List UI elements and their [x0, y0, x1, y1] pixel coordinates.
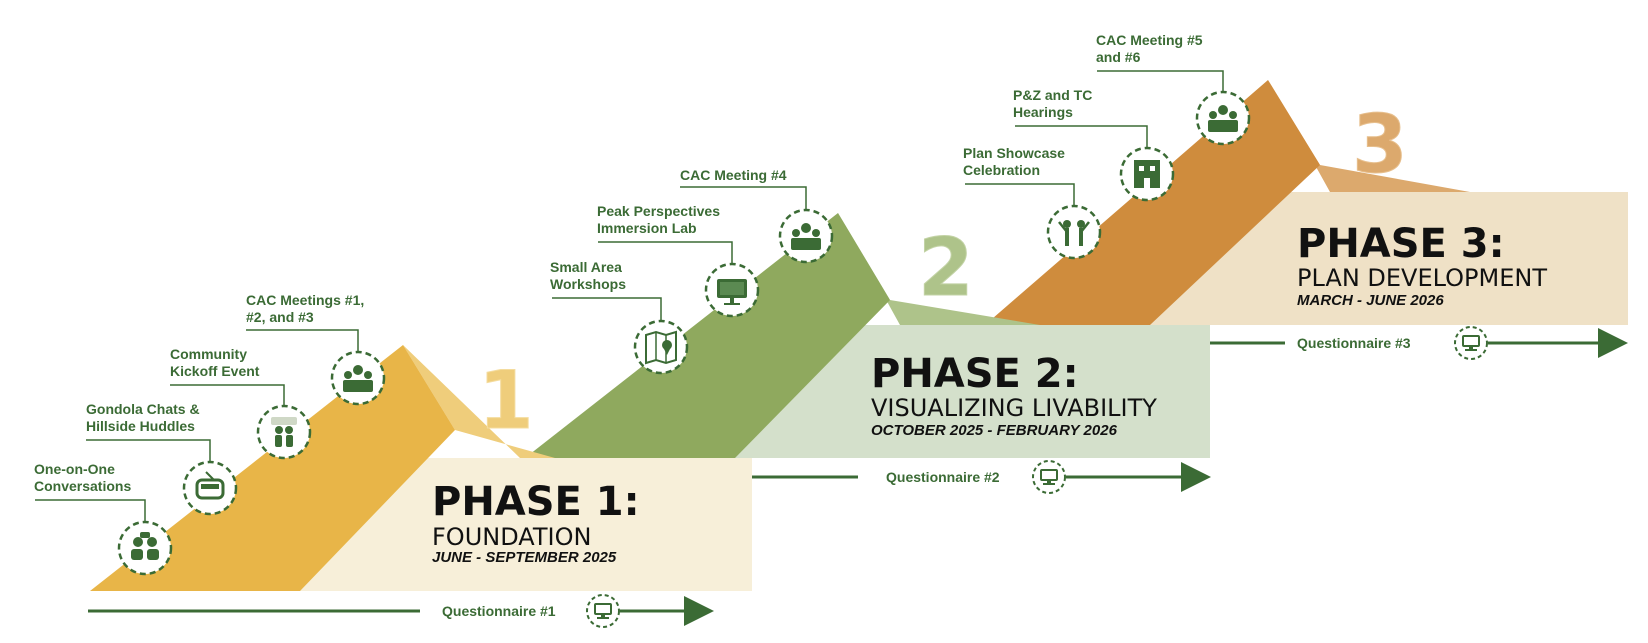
computer-icon: [1454, 326, 1488, 360]
event-small-area-workshops: Small Area Workshops: [550, 259, 689, 375]
questionnaire-3-label: Questionnaire #3: [1297, 335, 1411, 351]
building-icon: [1119, 146, 1175, 202]
questionnaire-3-timeline: Questionnaire #3: [1210, 326, 1628, 360]
event-label-line-1: P&Z and TC: [1013, 87, 1092, 103]
event-one-on-one-conversations: One-on-One Conversations: [34, 461, 173, 576]
event-label-line-1: Plan Showcase: [963, 145, 1065, 161]
event-label-line-2: Conversations: [34, 478, 131, 494]
phase-1-mountain: [90, 345, 555, 591]
phase-1-name: FOUNDATION: [432, 523, 591, 551]
event-cac-meeting-4: CAC Meeting #4: [680, 167, 834, 264]
phase-3-dates: MARCH - JUNE 2026: [1297, 292, 1444, 309]
event-label-line-1: Small Area: [550, 259, 622, 275]
event-label-line-1: CAC Meetings #1,: [246, 292, 364, 308]
event-community-kickoff: Community Kickoff Event: [170, 346, 312, 460]
event-label-line-1: CAC Meeting #4: [680, 167, 787, 183]
conversation-icon: [117, 520, 173, 576]
event-label-line-2: Celebration: [963, 162, 1040, 178]
phase-3-number: 3: [1352, 98, 1408, 191]
phase-3-title: PHASE 3:: [1297, 221, 1505, 267]
event-label-line-2: Hearings: [1013, 104, 1073, 120]
event-label-line-1: Peak Perspectives: [597, 203, 720, 219]
event-label-line-1: Community: [170, 346, 247, 362]
screen-icon: [704, 262, 760, 318]
gondola-icon: [182, 460, 238, 516]
event-label-line-1: One-on-One: [34, 461, 115, 477]
event-label-line-1: Gondola Chats &: [86, 401, 200, 417]
community-event-icon: [256, 404, 312, 460]
event-plan-showcase: Plan Showcase Celebration: [963, 145, 1102, 260]
event-label-line-2: #2, and #3: [246, 309, 314, 325]
computer-icon: [1032, 460, 1066, 494]
phase-1-title: PHASE 1:: [432, 479, 640, 525]
event-pz-tc-hearings: P&Z and TC Hearings: [1013, 87, 1175, 202]
event-label-line-2: Immersion Lab: [597, 220, 697, 236]
event-label-line-2: Kickoff Event: [170, 363, 260, 379]
phase-1-number: 1: [478, 354, 534, 447]
phase-2-number: 2: [918, 221, 974, 314]
phase-2-name: VISUALIZING LIVABILITY: [871, 394, 1157, 422]
meeting-icon: [330, 350, 386, 406]
questionnaire-1-timeline: Questionnaire #1: [88, 594, 714, 628]
event-label-line-1: CAC Meeting #5: [1096, 32, 1203, 48]
computer-icon: [586, 594, 620, 628]
celebration-icon: [1046, 204, 1102, 260]
meeting-icon: [778, 208, 834, 264]
event-cac-meetings-1-3: CAC Meetings #1, #2, and #3: [246, 292, 386, 406]
event-gondola-chats: Gondola Chats & Hillside Huddles: [86, 401, 238, 516]
phase-2-title: PHASE 2:: [871, 351, 1079, 397]
phase-3-mountain: [985, 80, 1470, 325]
questionnaire-2-label: Questionnaire #2: [886, 469, 1000, 485]
phase-2-dates: OCTOBER 2025 - FEBRUARY 2026: [871, 422, 1118, 439]
event-peak-perspectives: Peak Perspectives Immersion Lab: [597, 203, 760, 318]
map-pin-icon: [633, 319, 689, 375]
questionnaire-2-timeline: Questionnaire #2: [752, 460, 1211, 494]
event-label-line-2: Workshops: [550, 276, 626, 292]
meeting-icon: [1195, 90, 1251, 146]
phase-1-dates: JUNE - SEPTEMBER 2025: [432, 549, 617, 566]
event-label-line-2: Hillside Huddles: [86, 418, 195, 434]
event-cac-meeting-5-6: CAC Meeting #5 and #6: [1096, 32, 1251, 146]
event-label-line-2: and #6: [1096, 49, 1141, 65]
phase-2-mountain: [525, 213, 1040, 458]
phase-3-name: PLAN DEVELOPMENT: [1297, 264, 1547, 292]
questionnaire-1-label: Questionnaire #1: [442, 603, 556, 619]
